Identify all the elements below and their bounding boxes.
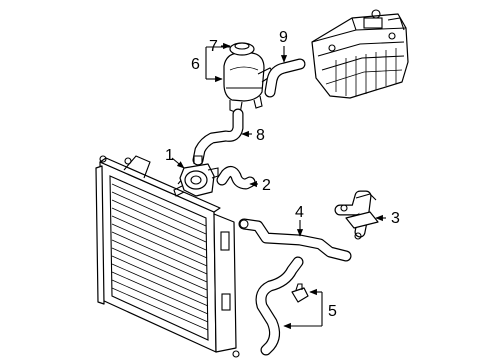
pipe-4	[238, 218, 352, 262]
hose-clamp	[291, 283, 309, 303]
callout-1: 1	[165, 147, 174, 164]
radiator	[95, 155, 240, 358]
callout-4: 4	[295, 204, 304, 221]
callout-2: 2	[262, 177, 271, 194]
inverter-assembly	[311, 9, 409, 99]
water-pump	[173, 155, 219, 197]
callout-7: 7	[209, 38, 218, 55]
hose-8	[192, 108, 244, 166]
callout-9: 9	[279, 29, 288, 46]
hose-5	[255, 256, 304, 356]
hose-2	[216, 165, 256, 190]
callout-leaders	[171, 42, 386, 330]
pipe-bracket-3	[334, 190, 379, 240]
hose-9	[264, 58, 306, 98]
callout-6: 6	[191, 56, 200, 73]
callout-5: 5	[328, 303, 337, 320]
callout-8: 8	[256, 127, 265, 144]
reservoir-cap	[229, 42, 255, 56]
callout-3: 3	[391, 210, 400, 227]
